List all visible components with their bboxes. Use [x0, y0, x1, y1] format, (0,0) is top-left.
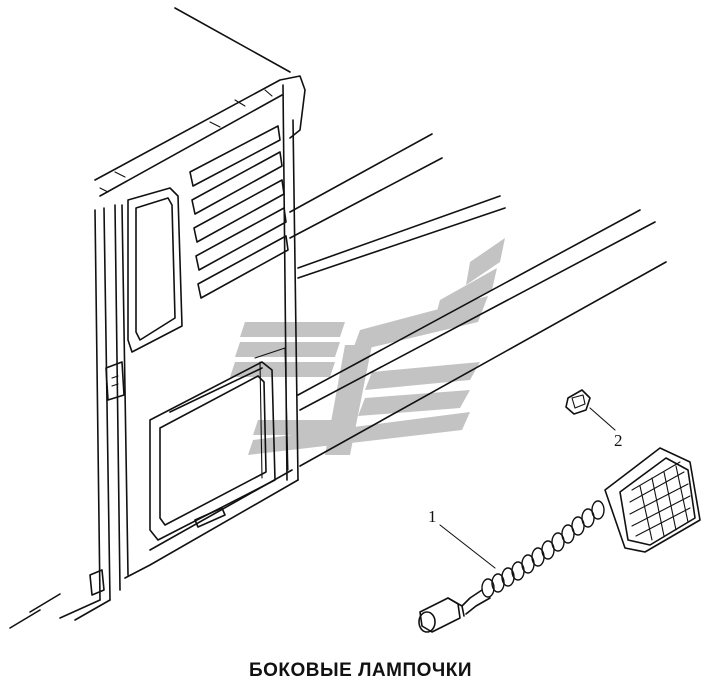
clip-part — [565, 389, 591, 415]
callout-1-number: 1 — [428, 507, 437, 526]
callout-2-number: 2 — [614, 431, 623, 450]
callout-1: 1 — [428, 507, 496, 569]
side-marker-lamp-part — [418, 447, 701, 633]
callout-2: 2 — [589, 407, 623, 450]
watermark-logo — [230, 238, 505, 455]
body-outline — [9, 7, 667, 629]
rear-panel — [59, 75, 306, 621]
figure-caption: БОКОВЫЕ ЛАМПОЧКИ — [248, 660, 472, 681]
